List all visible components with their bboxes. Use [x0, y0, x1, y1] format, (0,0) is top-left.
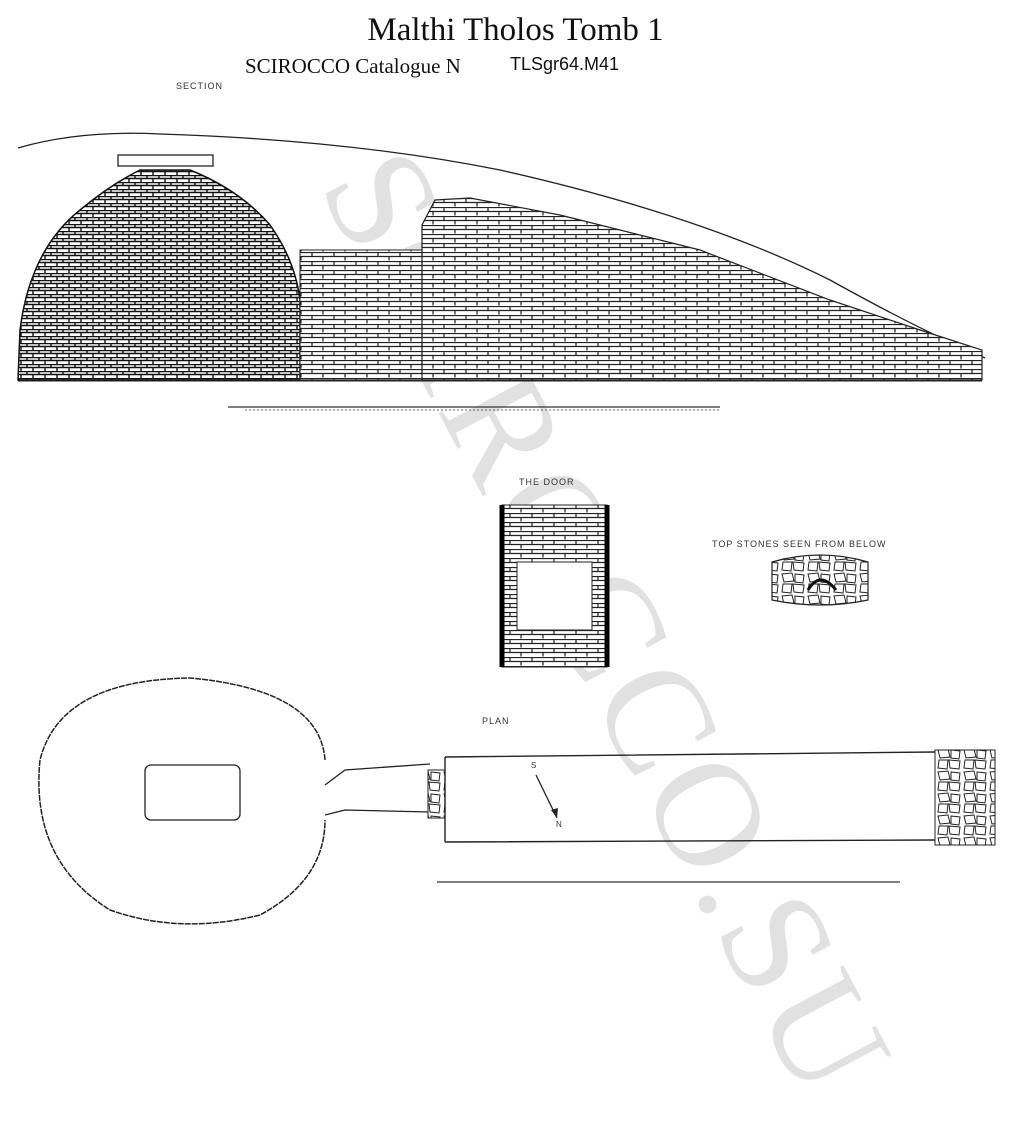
dromos-outline — [444, 751, 936, 843]
top-stones-drawing — [771, 554, 869, 606]
arrow-label-s: S — [531, 761, 538, 770]
catalogue-number: TLSgr64.M41 — [510, 54, 620, 74]
section-scale-bar — [228, 406, 720, 411]
north-arrow-head — [551, 808, 558, 818]
door-label: THE DOOR — [519, 477, 575, 487]
ground-line — [17, 132, 986, 359]
plan-drawing — [38, 677, 996, 925]
dromos-wall-1 — [299, 249, 423, 381]
chamber-outline — [38, 677, 326, 925]
blocking-wall — [934, 749, 996, 846]
page-title: Malthi Tholos Tomb 1 — [367, 12, 664, 48]
tomb-drawing — [17, 132, 996, 925]
catalogue-subtitle: SCIROCCO Catalogue N — [245, 54, 461, 78]
arrow-label-n: N — [556, 820, 563, 829]
top-stones-label: TOP STONES SEEN FROM BELOW — [712, 539, 887, 549]
plan-label: PLAN — [482, 716, 510, 726]
door-drawing — [499, 504, 610, 668]
doorway-stones — [427, 769, 446, 819]
dromos-neck — [324, 763, 431, 816]
section-drawing — [17, 132, 986, 382]
capstone — [117, 154, 214, 167]
tholos-dome — [17, 169, 301, 381]
section-label: SECTION — [176, 81, 224, 91]
door-opening — [516, 561, 593, 631]
dromos-wall-2 — [421, 197, 983, 381]
central-pit — [144, 764, 241, 821]
